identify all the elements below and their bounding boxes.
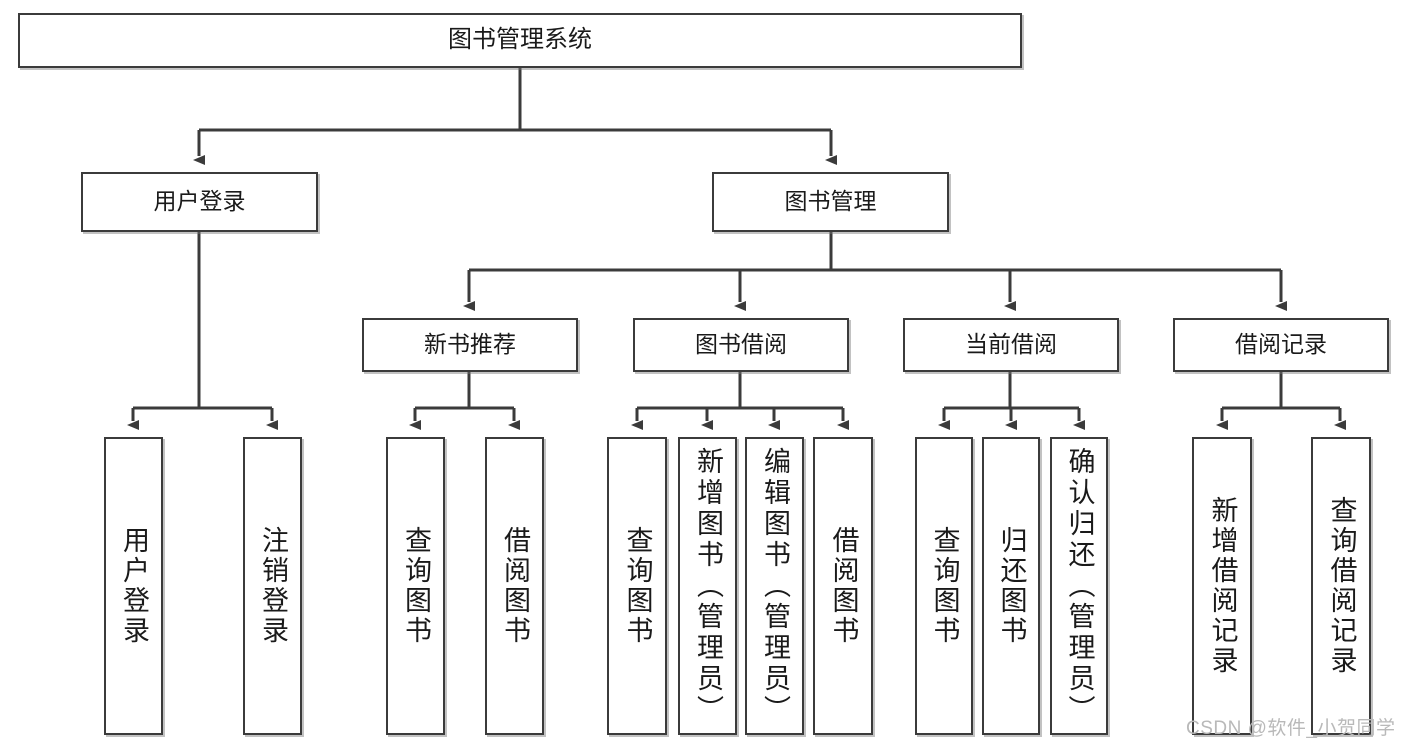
node-label: 借阅图书 (500, 526, 530, 646)
leaf-query-borrow-record[interactable]: 查询借阅记录 (1311, 437, 1371, 735)
node-label: 查询图书 (622, 526, 653, 646)
leaf-confirm-return-admin[interactable]: 确认归还（管理员） (1050, 437, 1108, 735)
csdn-watermark: CSDN @软件_小贺同学 (1186, 718, 1396, 739)
node-label: 新增借阅记录 (1207, 496, 1238, 676)
leaf-add-book-admin[interactable]: 新增图书（管理员） (678, 437, 737, 735)
node-label: 图书管理 (784, 188, 877, 215)
node-label: 查询借阅记录 (1326, 496, 1357, 676)
node-label: 当前借阅 (965, 331, 1057, 358)
node-root-system[interactable]: 图书管理系统 (18, 13, 1022, 68)
node-book-borrow[interactable]: 图书借阅 (633, 318, 849, 372)
leaf-edit-book-admin[interactable]: 编辑图书（管理员） (745, 437, 804, 735)
leaf-query-book-current[interactable]: 查询图书 (915, 437, 973, 735)
node-label: 新书推荐 (424, 331, 516, 358)
node-borrow-record[interactable]: 借阅记录 (1173, 318, 1389, 372)
node-label: 图书管理系统 (448, 26, 592, 54)
leaf-query-book-recommend[interactable]: 查询图书 (386, 437, 445, 735)
node-label: 查询图书 (401, 526, 431, 646)
node-label: 图书借阅 (695, 331, 787, 358)
node-current-borrow[interactable]: 当前借阅 (903, 318, 1119, 372)
node-label: 借阅记录 (1235, 331, 1327, 358)
leaf-user-login[interactable]: 用户登录 (104, 437, 163, 735)
node-label: 用户登录 (119, 526, 149, 646)
leaf-query-book-borrow[interactable]: 查询图书 (607, 437, 667, 735)
node-label: 确认归还（管理员） (1064, 446, 1095, 726)
leaf-add-borrow-record[interactable]: 新增借阅记录 (1192, 437, 1252, 735)
node-user-login[interactable]: 用户登录 (81, 172, 318, 232)
node-new-book-recommend[interactable]: 新书推荐 (362, 318, 578, 372)
leaf-borrow-book[interactable]: 借阅图书 (813, 437, 873, 735)
node-label: 借阅图书 (828, 526, 859, 646)
node-label: 注销登录 (258, 526, 288, 646)
leaf-logout[interactable]: 注销登录 (243, 437, 302, 735)
node-label: 编辑图书（管理员） (760, 446, 790, 726)
node-label: 归还图书 (996, 526, 1027, 646)
node-label: 查询图书 (929, 526, 960, 646)
leaf-return-book[interactable]: 归还图书 (982, 437, 1040, 735)
node-label: 用户登录 (153, 188, 246, 215)
leaf-borrow-book-recommend[interactable]: 借阅图书 (485, 437, 544, 735)
node-book-management[interactable]: 图书管理 (712, 172, 949, 232)
node-label: 新增图书（管理员） (693, 446, 723, 726)
